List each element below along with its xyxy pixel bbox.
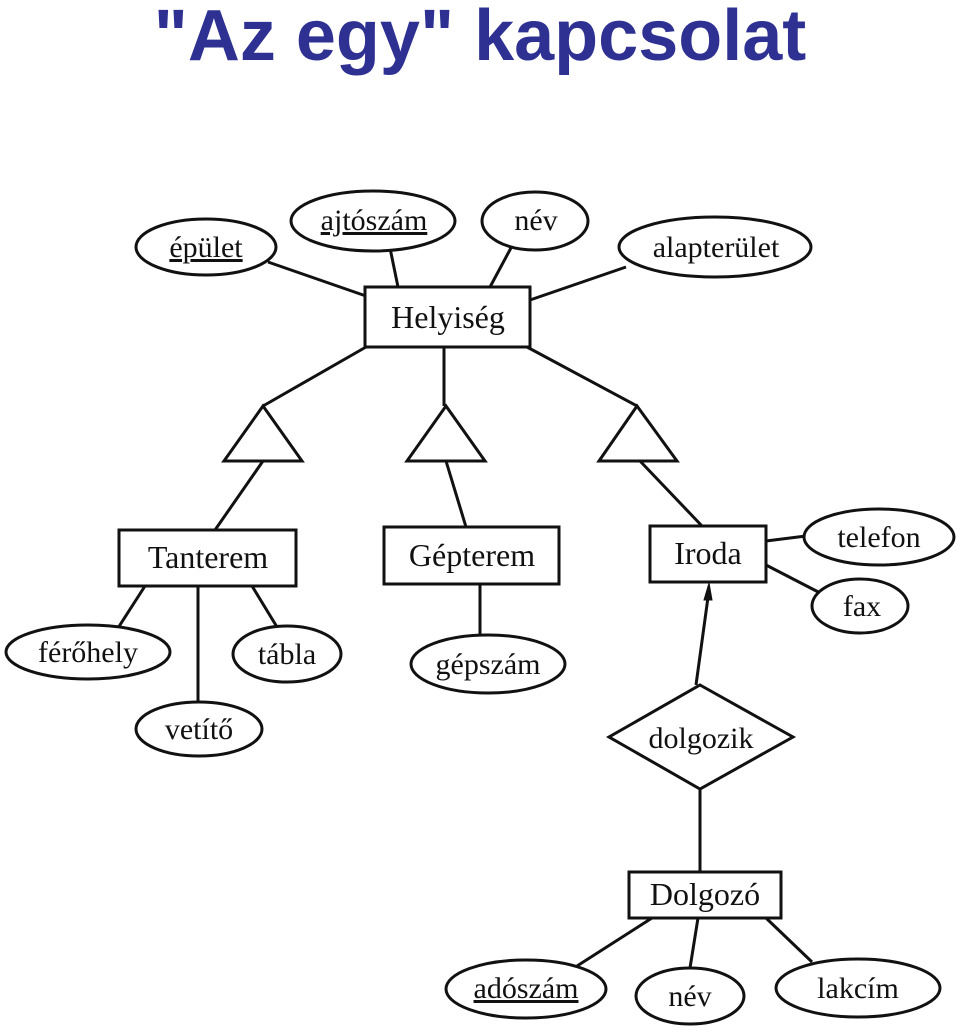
entity-rectangles <box>117 285 783 920</box>
attribute-nev-dolgozo: név <box>668 980 711 1013</box>
attribute-ajtoszam: ajtószám <box>321 204 428 237</box>
attribute-ellipses <box>4 189 956 1026</box>
line-tabla <box>250 585 279 628</box>
attribute-ferohely: férőhely <box>38 636 138 669</box>
attribute-telefon-shape <box>802 507 956 567</box>
entity-labels: Helyiség Tanterem Gépterem Iroda Dolgozó <box>148 299 760 912</box>
entity-gepterem: Gépterem <box>409 537 535 573</box>
attribute-alapterulet: alapterület <box>653 231 780 264</box>
attribute-lakcim: lakcím <box>817 972 899 1005</box>
line-ferohely <box>116 585 147 629</box>
isa-triangle-tanterem <box>221 403 305 463</box>
attribute-epulet-shape <box>134 217 278 277</box>
attribute-nev-dolgozo-shape <box>634 966 746 1026</box>
entity-tanterem: Tanterem <box>148 539 268 575</box>
entity-tanterem-shape <box>117 528 298 588</box>
line-dolgozik-iroda <box>694 589 711 686</box>
relationship-dolgozik: dolgozik <box>649 722 754 755</box>
attribute-nev-helyiseg: név <box>514 204 557 237</box>
line-isa-tanterem <box>213 460 265 531</box>
isa-triangle-gepterem <box>404 403 488 463</box>
line-nev-helyiseg <box>488 245 514 288</box>
line-adoszam <box>576 916 653 968</box>
attribute-telefon: telefon <box>837 521 920 554</box>
attribute-fax: fax <box>843 590 881 623</box>
line-lakcim <box>764 916 814 964</box>
attribute-labels: épület ajtószám név alapterület férőhely… <box>38 204 921 1013</box>
line-isa-gepterem <box>444 460 468 528</box>
arrowhead-iroda <box>703 582 713 601</box>
isa-triangles <box>221 403 680 463</box>
attribute-adoszam-shape <box>444 958 608 1020</box>
attribute-gepszam-shape <box>409 633 567 695</box>
entity-gepterem-shape <box>382 525 561 586</box>
line-epulet <box>267 260 367 298</box>
attribute-epulet: épület <box>169 231 243 264</box>
attribute-tabla: tábla <box>258 638 316 671</box>
entity-dolgozo-shape <box>627 870 783 920</box>
attribute-alapterulet-shape <box>617 215 813 279</box>
attribute-adoszam: adószám <box>474 972 579 1005</box>
line-helyiseg-isa-left <box>262 345 367 408</box>
line-isa-iroda <box>638 459 704 528</box>
line-helyiseg-isa-right <box>526 345 638 408</box>
line-ajtoszam <box>388 247 400 288</box>
attribute-tabla-shape <box>231 624 343 684</box>
attribute-ajtoszam-shape <box>289 189 457 253</box>
attribute-gepszam: gépszám <box>436 648 541 681</box>
attribute-fax-shape <box>810 577 910 635</box>
entity-helyiseg: Helyiség <box>391 299 505 335</box>
entity-iroda-shape <box>648 524 768 584</box>
attribute-vetito-shape <box>134 700 264 758</box>
entity-helyiseg-shape <box>363 285 532 349</box>
entity-dolgozo: Dolgozó <box>650 876 760 912</box>
attribute-ferohely-shape <box>4 623 172 681</box>
attribute-nev-helyiseg-shape <box>480 190 590 252</box>
attribute-lakcim-shape <box>774 957 942 1019</box>
line-alapterulet <box>529 265 627 302</box>
relationship-dolgozik-shape <box>605 683 797 791</box>
isa-triangle-iroda <box>596 403 680 463</box>
entity-iroda: Iroda <box>674 535 742 571</box>
page-title: "Az egy" kapcsolat <box>153 0 807 76</box>
attribute-vetito: vetítő <box>165 713 233 746</box>
line-nev-dolgozo <box>688 917 700 969</box>
connector-lines <box>116 245 827 969</box>
line-fax <box>765 563 827 598</box>
line-telefon <box>765 534 807 543</box>
